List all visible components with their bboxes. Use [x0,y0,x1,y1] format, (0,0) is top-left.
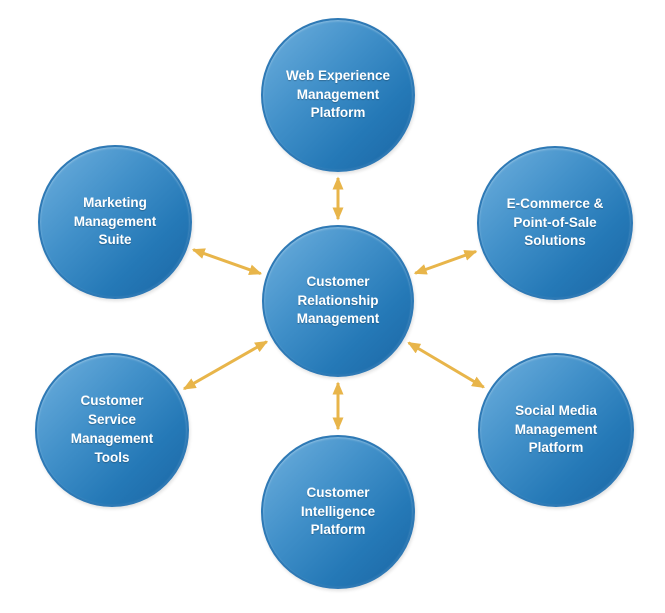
node-customer-relationship-management: Customer Relationship Management [262,225,414,377]
connector-center-top_left [191,248,263,276]
node-label: Social Media Management Platform [514,402,598,456]
node-label: E-Commerce & Point-of-Sale Solutions [506,195,604,249]
node-label: Customer Intelligence Platform [300,484,376,538]
node-marketing-management-suite: Marketing Management Suite [38,145,192,299]
node-label: Web Experience Management Platform [285,67,391,121]
node-label: Marketing Management Suite [73,194,157,248]
double-arrow-connectors [182,176,485,431]
node-customer-intelligence-platform: Customer Intelligence Platform [261,435,415,589]
node-social-media-management-platform: Social Media Management Platform [478,353,634,507]
node-ecommerce-point-of-sale-solutions: E-Commerce & Point-of-Sale Solutions [477,146,633,300]
node-label: Customer Relationship Management [296,273,380,327]
connector-center-bottom_right [407,341,485,389]
node-label: Customer Service Management Tools [70,393,154,465]
node-customer-service-management-tools: Customer Service Management Tools [35,353,189,507]
connector-center-bottom_left [182,340,269,391]
node-web-experience-management-platform: Web Experience Management Platform [261,18,415,172]
connector-center-top_right [413,250,478,275]
